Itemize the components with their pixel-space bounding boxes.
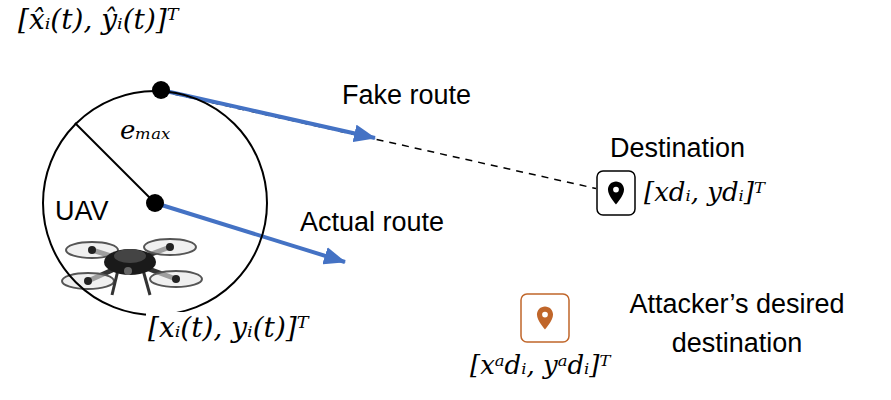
node-outline bbox=[596, 170, 636, 216]
drone-body bbox=[104, 249, 156, 275]
drone-leg bbox=[112, 270, 118, 295]
coordinate-label: [xᵢ(t), yᵢ(t)]ᵀ bbox=[146, 312, 310, 344]
coordinate-label: [xᵃdᵢ, yᵃdᵢ]ᵀ bbox=[470, 351, 610, 381]
drone-leg bbox=[143, 270, 150, 295]
marker-box bbox=[597, 171, 635, 215]
route-label: Fake route bbox=[340, 80, 473, 111]
map-pin-icon bbox=[608, 182, 624, 205]
rotor-guard bbox=[144, 239, 196, 255]
coordinate-label: [xdᵢ, ydᵢ]ᵀ bbox=[644, 178, 765, 208]
rotor-motor bbox=[172, 275, 180, 283]
route-label: Actual route bbox=[298, 207, 446, 238]
attacker-destination-marker: Attacker’s desired destination[xᵃdᵢ, yᵃd… bbox=[520, 293, 570, 343]
fake-position-dot bbox=[152, 81, 170, 99]
marker-box bbox=[521, 294, 569, 342]
uav-position-dot bbox=[146, 194, 164, 212]
error-circle: eₘₐₓUAV bbox=[42, 90, 268, 316]
map-pin-icon bbox=[537, 307, 553, 330]
rotor-motor bbox=[88, 246, 96, 254]
drone-illustration bbox=[62, 239, 202, 295]
node-outline bbox=[520, 293, 570, 343]
drone-camera bbox=[124, 267, 132, 275]
coordinate-label: [x̂ᵢ(t), ŷᵢ(t)]ᵀ bbox=[18, 4, 178, 36]
attacker-destination-label: Attacker’s desired destination bbox=[592, 285, 882, 363]
drone-dome bbox=[114, 249, 146, 263]
error-circle-outline bbox=[43, 91, 267, 315]
rotor-motor bbox=[84, 277, 92, 285]
rotor-guard bbox=[150, 271, 202, 287]
rotor-motor bbox=[166, 243, 174, 251]
destination-label: Destination bbox=[610, 133, 745, 164]
uav-label: UAV bbox=[55, 196, 109, 227]
radius-label: eₘₐₓ bbox=[118, 116, 172, 146]
destination-marker: Destination[xdᵢ, ydᵢ]ᵀ bbox=[596, 170, 636, 216]
